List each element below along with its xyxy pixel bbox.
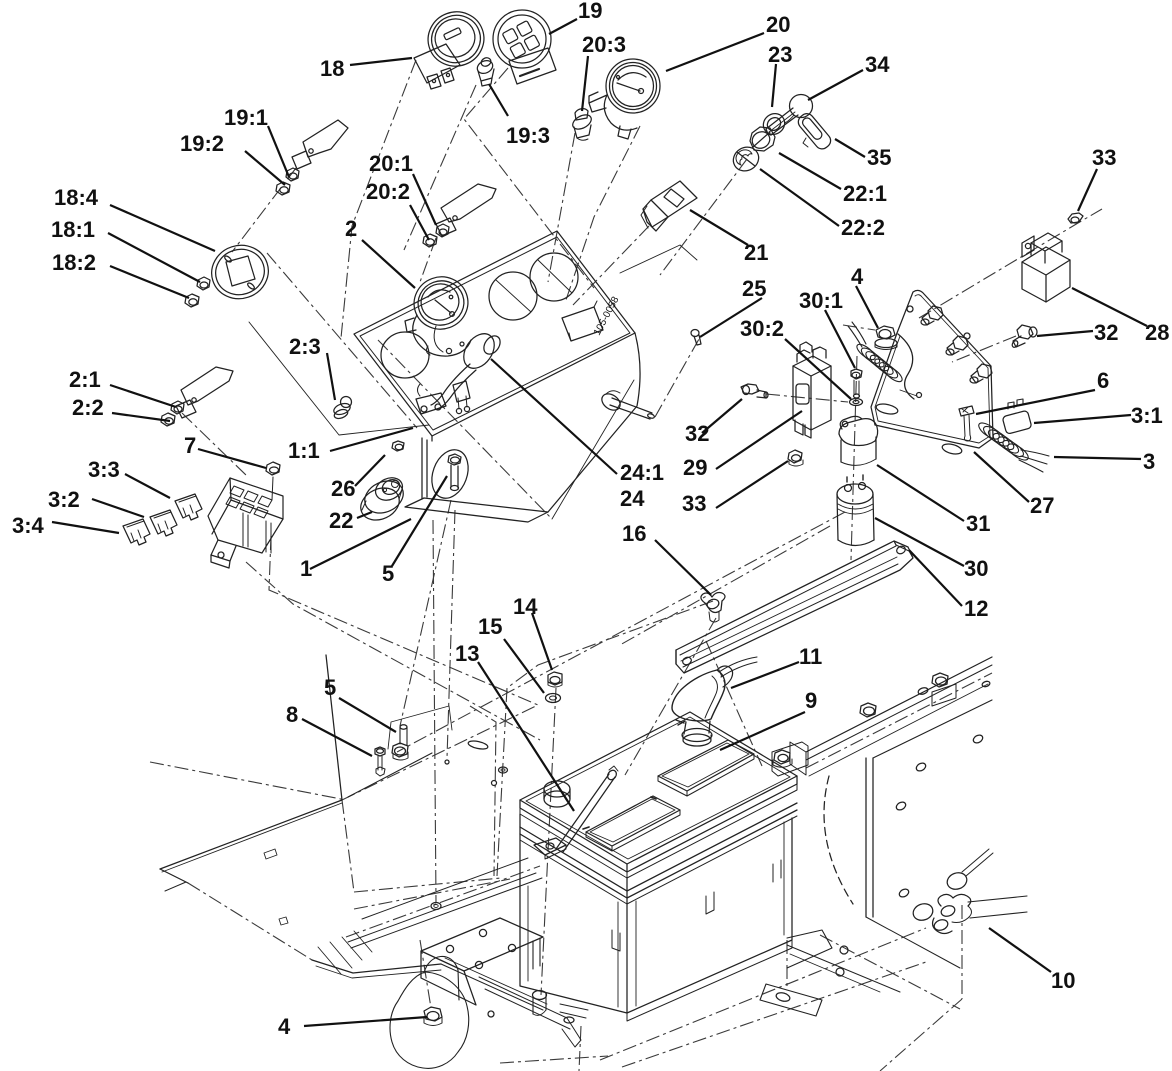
- svg-text:24: 24: [620, 486, 645, 511]
- svg-text:25: 25: [742, 276, 766, 301]
- svg-text:2:3: 2:3: [289, 334, 321, 359]
- svg-text:24:1: 24:1: [620, 460, 664, 485]
- svg-text:30:1: 30:1: [799, 288, 843, 313]
- svg-text:5: 5: [324, 675, 336, 700]
- svg-text:26: 26: [331, 476, 355, 501]
- svg-text:3: 3: [1143, 449, 1155, 474]
- svg-text:1: 1: [300, 556, 312, 581]
- svg-text:28: 28: [1145, 320, 1169, 345]
- svg-text:19:1: 19:1: [224, 105, 268, 130]
- svg-text:6: 6: [1097, 368, 1109, 393]
- svg-text:3:1: 3:1: [1131, 403, 1163, 428]
- svg-text:19:2: 19:2: [180, 131, 224, 156]
- svg-text:27: 27: [1030, 493, 1054, 518]
- svg-text:22: 22: [329, 508, 353, 533]
- svg-text:15: 15: [478, 614, 502, 639]
- svg-text:13: 13: [455, 641, 479, 666]
- svg-text:8: 8: [286, 702, 298, 727]
- svg-text:29: 29: [683, 455, 707, 480]
- svg-text:18:4: 18:4: [54, 185, 99, 210]
- svg-text:11: 11: [799, 644, 822, 669]
- svg-text:34: 34: [865, 52, 890, 77]
- svg-text:1:1: 1:1: [288, 438, 320, 463]
- svg-text:19:3: 19:3: [506, 123, 550, 148]
- svg-text:19: 19: [578, 0, 602, 23]
- svg-text:2:1: 2:1: [69, 367, 101, 392]
- svg-text:7: 7: [184, 433, 196, 458]
- svg-text:2:2: 2:2: [72, 395, 104, 420]
- svg-text:3:4: 3:4: [12, 513, 45, 538]
- svg-text:20:1: 20:1: [369, 151, 413, 176]
- svg-text:33: 33: [682, 491, 706, 516]
- svg-text:18:2: 18:2: [52, 250, 96, 275]
- svg-text:18:1: 18:1: [51, 217, 95, 242]
- svg-text:4: 4: [851, 264, 864, 289]
- svg-text:35: 35: [867, 145, 891, 170]
- svg-text:5: 5: [382, 561, 394, 586]
- svg-text:16: 16: [622, 521, 646, 546]
- svg-text:32: 32: [685, 421, 709, 446]
- svg-text:23: 23: [768, 42, 792, 67]
- svg-text:4: 4: [278, 1014, 291, 1039]
- svg-text:9: 9: [805, 688, 817, 713]
- svg-text:3:2: 3:2: [48, 487, 80, 512]
- svg-text:20: 20: [766, 12, 790, 37]
- svg-text:21: 21: [744, 240, 768, 265]
- svg-text:2: 2: [345, 216, 357, 241]
- svg-text:14: 14: [513, 594, 538, 619]
- svg-text:30: 30: [964, 556, 988, 581]
- svg-text:33: 33: [1092, 145, 1116, 170]
- svg-text:22:1: 22:1: [843, 181, 887, 206]
- svg-text:12: 12: [964, 596, 988, 621]
- svg-text:31: 31: [966, 511, 990, 536]
- svg-text:20:2: 20:2: [366, 179, 410, 204]
- svg-text:3:3: 3:3: [88, 457, 120, 482]
- svg-text:20:3: 20:3: [582, 32, 626, 57]
- svg-text:32: 32: [1094, 320, 1118, 345]
- svg-text:18: 18: [320, 56, 344, 81]
- svg-text:22:2: 22:2: [841, 215, 885, 240]
- svg-text:30:2: 30:2: [740, 316, 784, 341]
- svg-text:10: 10: [1051, 968, 1075, 993]
